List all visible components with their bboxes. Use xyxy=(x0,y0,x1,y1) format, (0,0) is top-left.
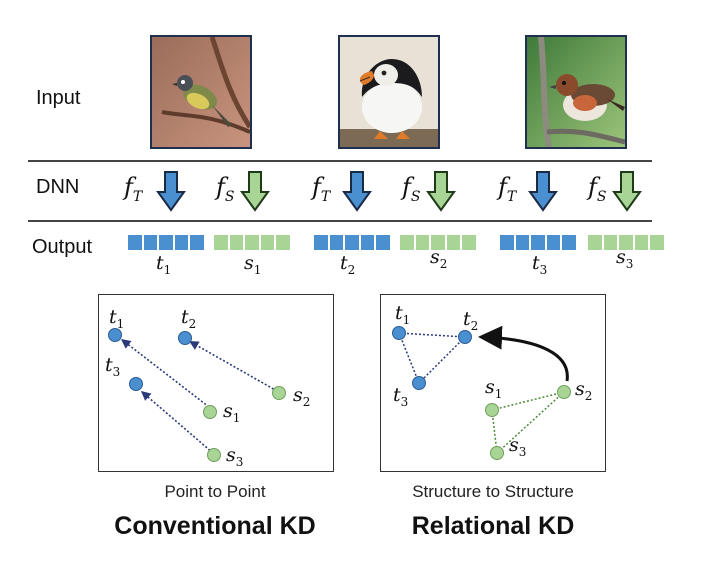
teacher-point-t2 xyxy=(458,330,472,344)
teacher-edge-t1-t2 xyxy=(398,332,466,338)
student-output-label-1: s1 xyxy=(244,252,262,277)
student-edge-s1-s3 xyxy=(491,409,498,454)
student-network-label-1: fS xyxy=(216,173,235,205)
student-down-arrow-icon-3 xyxy=(612,171,642,212)
student-output-label-2: s2 xyxy=(430,246,448,271)
student-point-s1 xyxy=(203,405,217,419)
teacher-point-t3 xyxy=(129,377,143,391)
input-row-label: Input xyxy=(36,87,81,109)
mapping-s1-to-t1 xyxy=(120,338,210,408)
warbler-bird-photo xyxy=(150,35,252,149)
student-point-s1 xyxy=(485,403,499,417)
teacher-edge-t1-t3 xyxy=(398,332,420,384)
teacher-network-label-2: fT xyxy=(312,173,331,205)
teacher-output-label-2: t2 xyxy=(340,252,356,277)
teacher-down-arrow-icon-2 xyxy=(342,171,372,212)
label-s1: s1 xyxy=(485,376,502,401)
teacher-network-label-1: fT xyxy=(124,173,143,205)
teacher-edge-t2-t3 xyxy=(418,336,466,384)
student-network-label-3: fS xyxy=(588,173,607,205)
student-output-vector-2 xyxy=(400,235,476,250)
conventional-kd-panel: t1 t2 t3 s1 s2 s3 xyxy=(98,294,334,472)
label-s2: s2 xyxy=(575,378,592,403)
teacher-down-arrow-icon-1 xyxy=(156,171,186,212)
conventional-kd-diagram: t1 t2 t3 s1 s2 s3 xyxy=(105,306,310,469)
divider-dnn-output xyxy=(28,220,652,222)
label-t2: t2 xyxy=(181,306,196,331)
puffin-bird-photo xyxy=(338,35,440,149)
label-s3: s3 xyxy=(226,444,243,469)
teacher-point-t1 xyxy=(392,326,406,340)
bunting-bird-photo xyxy=(525,35,627,149)
teacher-output-vector-1 xyxy=(128,235,204,250)
teacher-point-t1 xyxy=(108,328,122,342)
teacher-down-arrow-icon-3 xyxy=(528,171,558,212)
student-network-label-2: fS xyxy=(402,173,421,205)
student-point-s2 xyxy=(272,386,286,400)
student-output-label-3: s3 xyxy=(616,246,634,271)
label-s2: s2 xyxy=(293,384,310,409)
teacher-output-label-3: t3 xyxy=(532,252,548,277)
student-output-vector-3 xyxy=(588,235,664,250)
divider-input-dnn xyxy=(28,160,652,162)
student-edge-s2-s3 xyxy=(496,391,565,454)
label-s3: s3 xyxy=(509,434,526,459)
teacher-output-vector-3 xyxy=(500,235,576,250)
label-t3: t3 xyxy=(393,384,408,409)
student-down-arrow-icon-1 xyxy=(240,171,270,212)
teacher-network-label-3: fT xyxy=(498,173,517,205)
student-output-vector-1 xyxy=(214,235,290,250)
teacher-output-label-1: t1 xyxy=(156,252,172,277)
student-point-s3 xyxy=(490,446,504,460)
label-s1: s1 xyxy=(223,400,240,425)
student-point-s2 xyxy=(557,385,571,399)
teacher-point-t2 xyxy=(178,331,192,345)
student-point-s3 xyxy=(207,448,221,462)
label-t2: t2 xyxy=(463,308,478,333)
relational-kd-panel: t1 t2 t3 s1 s2 s3 xyxy=(380,294,606,472)
structure-transfer-arrow-icon xyxy=(478,325,569,382)
student-down-arrow-icon-2 xyxy=(426,171,456,212)
mapping-s3-to-t3 xyxy=(140,390,214,454)
teacher-output-vector-2 xyxy=(314,235,390,250)
conventional-kd-caption: Point to Point xyxy=(164,482,266,501)
relational-kd-caption: Structure to Structure xyxy=(412,482,574,501)
label-t3: t3 xyxy=(105,354,120,379)
student-edge-s1-s2 xyxy=(491,391,565,411)
relational-kd-title: Relational KD xyxy=(411,512,575,540)
dnn-row-label: DNN xyxy=(36,176,80,198)
relational-kd-diagram: t1 t2 t3 s1 s2 s3 xyxy=(392,302,592,460)
label-t1: t1 xyxy=(109,306,124,331)
mapping-s2-to-t2 xyxy=(188,340,278,392)
teacher-point-t3 xyxy=(412,376,426,390)
conventional-kd-title: Conventional KD xyxy=(114,512,316,540)
output-row-label: Output xyxy=(32,236,93,258)
label-t1: t1 xyxy=(395,302,410,327)
